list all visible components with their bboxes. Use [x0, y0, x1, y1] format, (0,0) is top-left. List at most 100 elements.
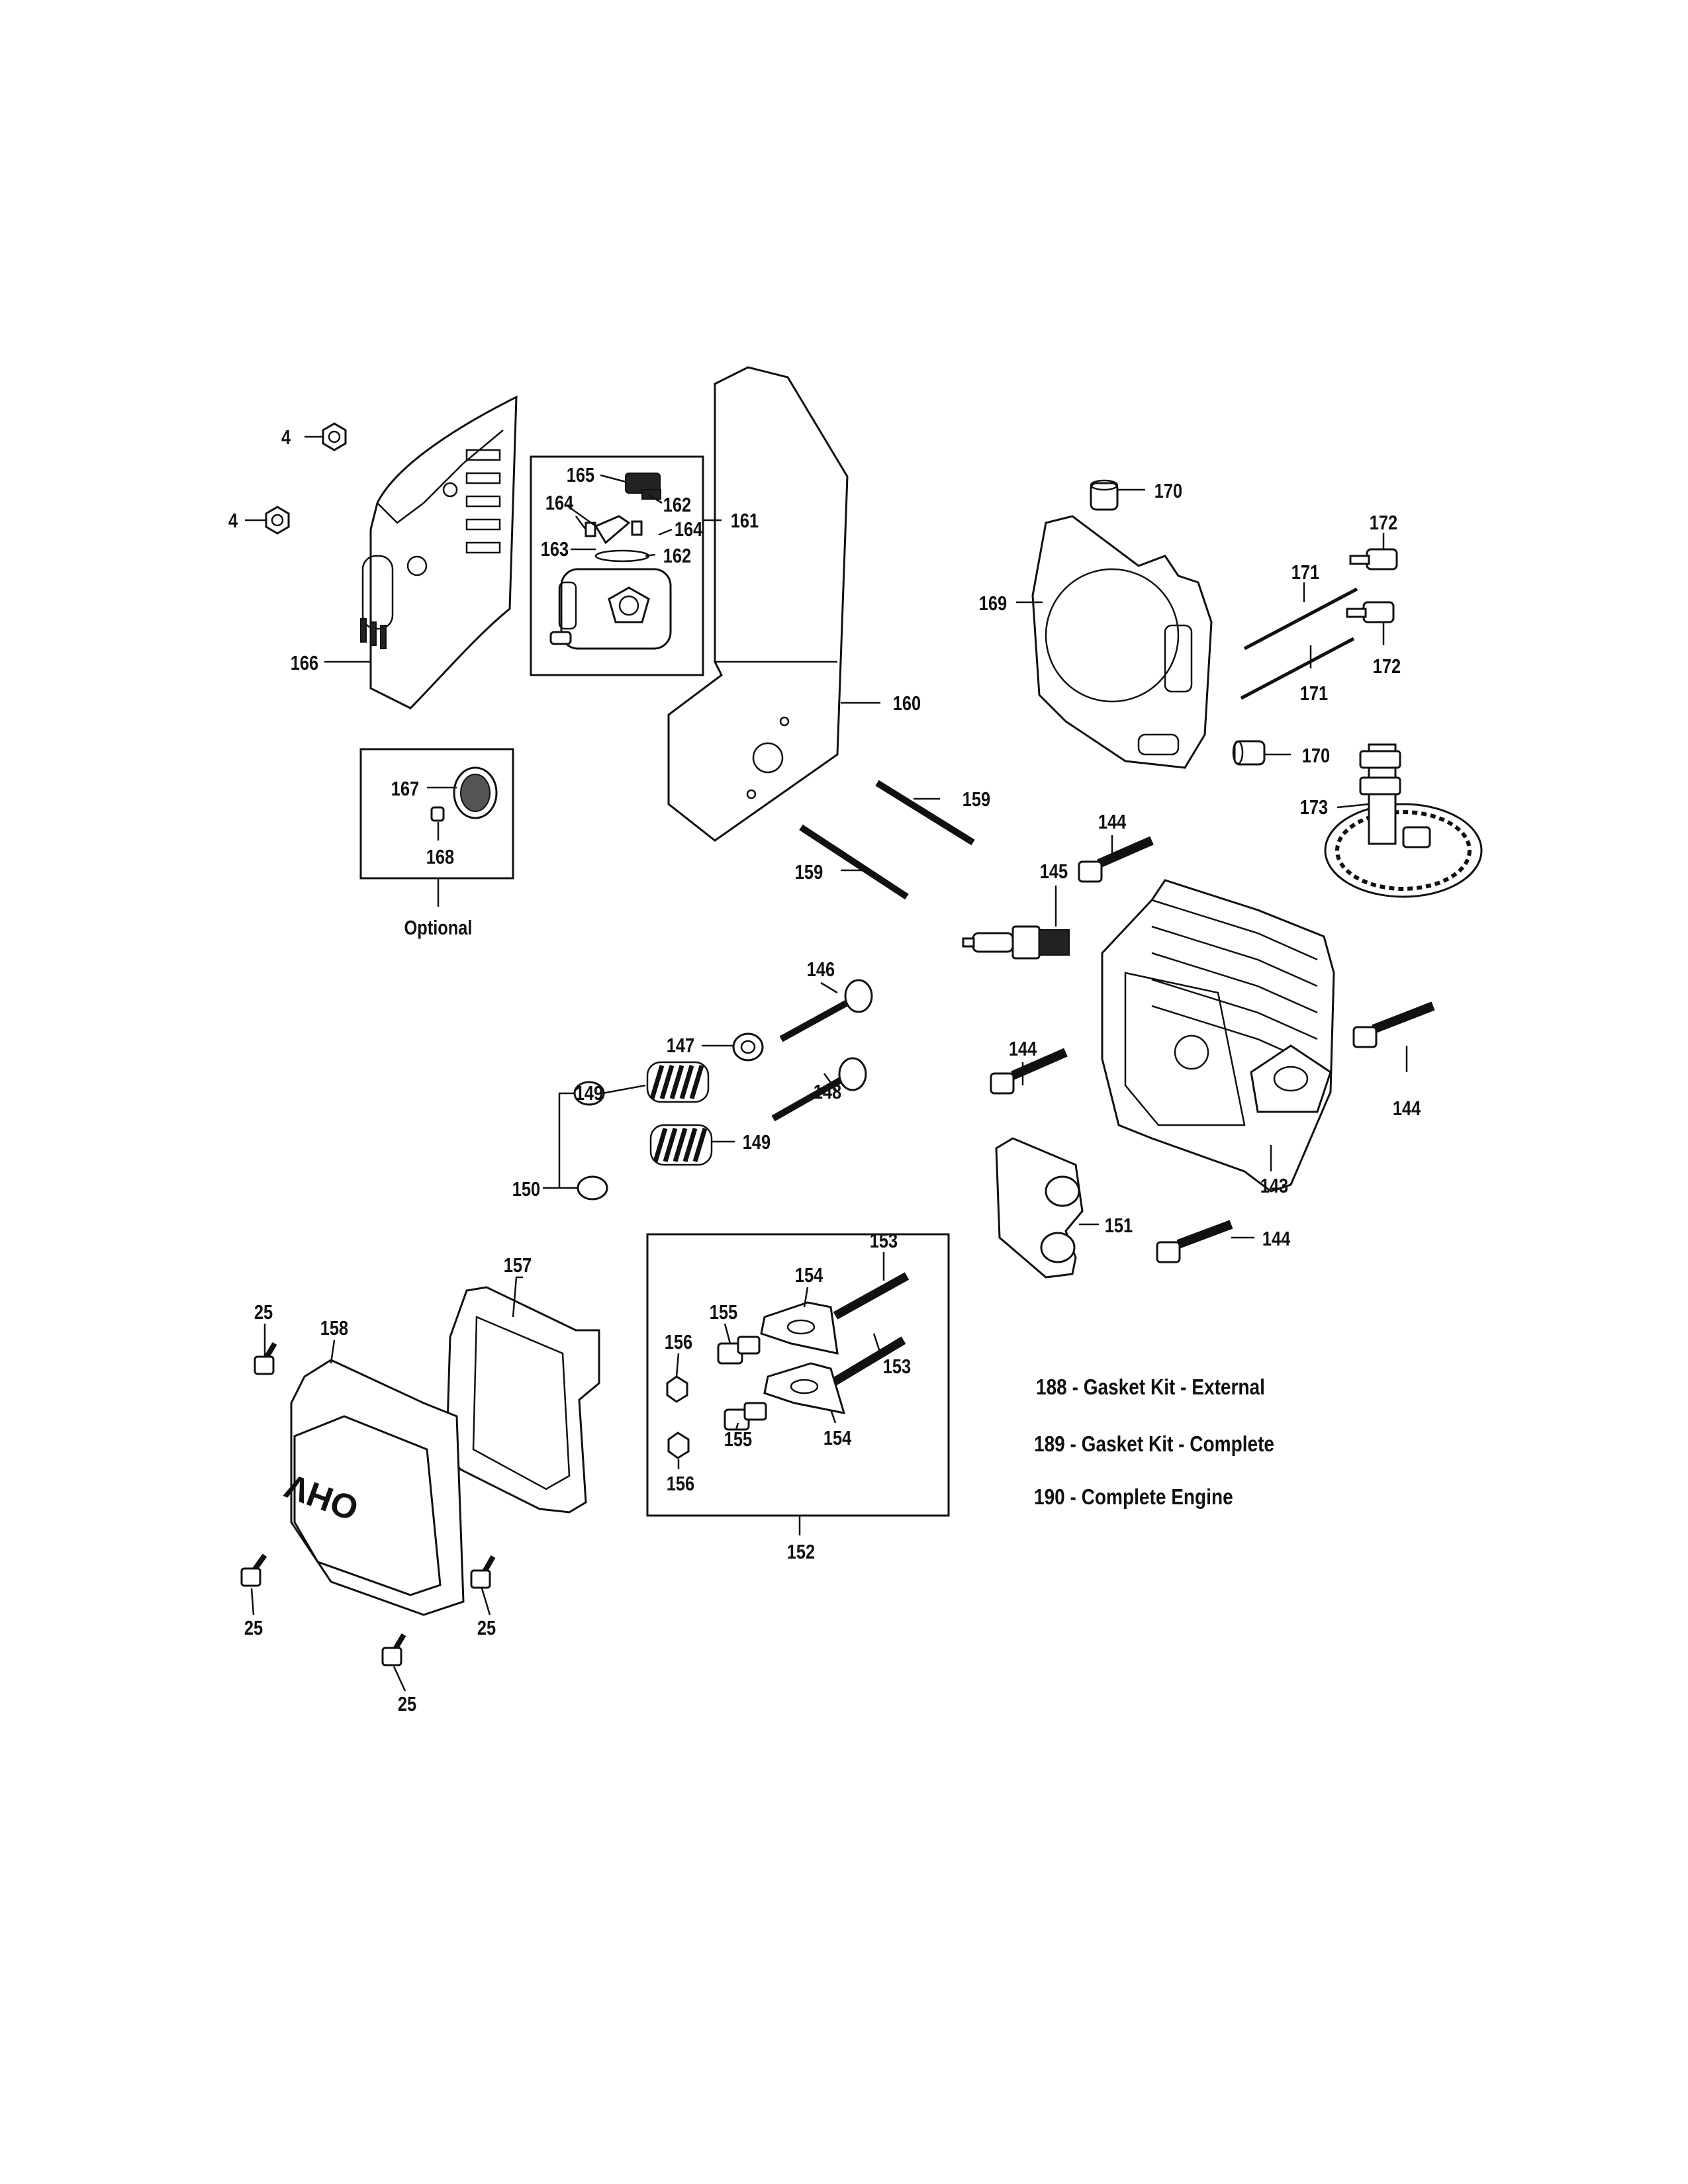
nut-4-upper [322, 422, 347, 451]
label-172-upper: 172 [1370, 512, 1397, 535]
label-151: 151 [1105, 1214, 1133, 1238]
label-156-lower: 156 [667, 1473, 694, 1496]
label-146: 146 [807, 958, 835, 981]
valve-cover-gasket-157 [445, 1286, 600, 1514]
label-optional: Optional [404, 917, 472, 940]
note-gasket-kit-external: 188 - Gasket Kit - External [1036, 1375, 1265, 1400]
label-153-lower: 153 [883, 1355, 911, 1379]
label-171-lower: 171 [1300, 682, 1328, 705]
heat-shield-160 [667, 366, 849, 842]
label-143: 143 [1260, 1175, 1288, 1198]
dowel-pin-170-upper [1090, 479, 1119, 511]
label-144-left: 144 [1009, 1038, 1037, 1061]
label-4-lower: 4 [228, 510, 238, 533]
label-161: 161 [731, 510, 759, 533]
camshaft-173 [1324, 743, 1483, 898]
bolt-144-left [990, 1048, 1068, 1095]
label-154-upper: 154 [795, 1264, 823, 1287]
valve-146 [779, 979, 873, 1042]
label-163: 163 [541, 538, 569, 561]
pushrod-171-upper [1243, 587, 1358, 651]
label-170-lower: 170 [1302, 745, 1330, 768]
label-153-upper: 153 [870, 1230, 898, 1253]
leader-lines [245, 435, 1408, 1692]
label-149-upper: 149 [575, 1082, 603, 1105]
spark-plug-145 [962, 925, 1070, 960]
pivot-bolt-155-upper [717, 1336, 761, 1365]
head-bolt-172-upper [1349, 548, 1398, 570]
label-25-c: 25 [477, 1617, 496, 1640]
label-25-d: 25 [398, 1693, 416, 1716]
label-150: 150 [512, 1178, 540, 1201]
rocker-arm-154-lower [763, 1362, 846, 1414]
label-166: 166 [291, 652, 318, 675]
label-144-top: 144 [1098, 811, 1127, 834]
optional-parts-box [359, 748, 514, 880]
bolt-25-c [470, 1555, 496, 1589]
spark-arrestor-screen-167 [453, 766, 498, 819]
label-168: 168 [426, 846, 454, 869]
label-144-bottom: 144 [1262, 1228, 1291, 1251]
kit-notes: 188 - Gasket Kit - External 189 - Gasket… [1034, 1375, 1274, 1510]
valve-spring-149-upper [646, 1061, 710, 1103]
label-165: 165 [567, 464, 594, 487]
jam-nut-156-upper [666, 1375, 688, 1403]
muffler-hardware-162-165 [585, 473, 661, 563]
label-145: 145 [1040, 860, 1068, 884]
rocker-arm-154-upper [760, 1301, 839, 1355]
label-144-right: 144 [1393, 1097, 1421, 1120]
muffler-guard-166 [360, 395, 518, 709]
nut-4-lower [265, 506, 290, 535]
label-155-upper: 155 [710, 1301, 737, 1324]
valve-seal-147 [732, 1032, 764, 1062]
note-complete-engine: 190 - Complete Engine [1034, 1485, 1233, 1510]
bolt-25-b [240, 1553, 267, 1587]
label-162-lower: 162 [663, 545, 691, 568]
spring-retainer-150-lower [577, 1175, 608, 1201]
dowel-pin-170-lower [1232, 740, 1266, 766]
stud-159-lower [799, 824, 909, 900]
bolt-25-d [381, 1633, 406, 1666]
label-169: 169 [979, 592, 1007, 615]
valve-148 [771, 1057, 867, 1122]
part-number-labels: 4 4 166 165 164 162 161 163 164 162 170 … [228, 426, 1421, 1716]
valve-cover-158: OHV [280, 1359, 465, 1616]
label-172-lower: 172 [1373, 655, 1401, 678]
label-173: 173 [1300, 796, 1328, 819]
label-167: 167 [391, 778, 419, 801]
label-152: 152 [787, 1541, 815, 1564]
label-4-upper: 4 [281, 426, 291, 449]
rocker-kit-box [646, 1233, 950, 1517]
label-171-upper: 171 [1291, 561, 1319, 584]
label-157: 157 [504, 1254, 532, 1277]
muffler-161 [549, 568, 672, 650]
pivot-bolt-155-lower [724, 1402, 767, 1431]
bolt-25-a [254, 1342, 277, 1375]
rocker-stud-153-upper [833, 1272, 910, 1320]
label-170-upper: 170 [1154, 480, 1182, 503]
bolt-144-right [1352, 1001, 1435, 1048]
label-25-a: 25 [254, 1301, 273, 1324]
pushrod-171-lower [1240, 637, 1355, 700]
label-156-upper: 156 [665, 1331, 692, 1354]
stud-159-upper [875, 780, 975, 846]
label-147: 147 [667, 1034, 694, 1058]
screw-168 [430, 806, 445, 822]
label-25-b: 25 [244, 1617, 263, 1640]
label-155-lower: 155 [724, 1428, 752, 1451]
label-159-upper: 159 [962, 788, 990, 811]
label-148: 148 [814, 1081, 841, 1104]
label-149-lower: 149 [743, 1131, 771, 1154]
label-154-lower: 154 [823, 1427, 852, 1450]
label-164-right: 164 [675, 518, 703, 541]
label-159-lower: 159 [795, 861, 823, 884]
label-162-upper: 162 [663, 494, 691, 517]
muffler-kit-box [530, 455, 704, 676]
head-gasket-169 [1031, 515, 1213, 769]
pushrod-guide-plate-151 [995, 1137, 1084, 1279]
cylinder-head-143 [1101, 879, 1335, 1193]
jam-nut-156-lower [667, 1432, 690, 1459]
note-gasket-kit-complete: 189 - Gasket Kit - Complete [1034, 1432, 1274, 1457]
rocker-stud-153-lower [831, 1336, 906, 1386]
